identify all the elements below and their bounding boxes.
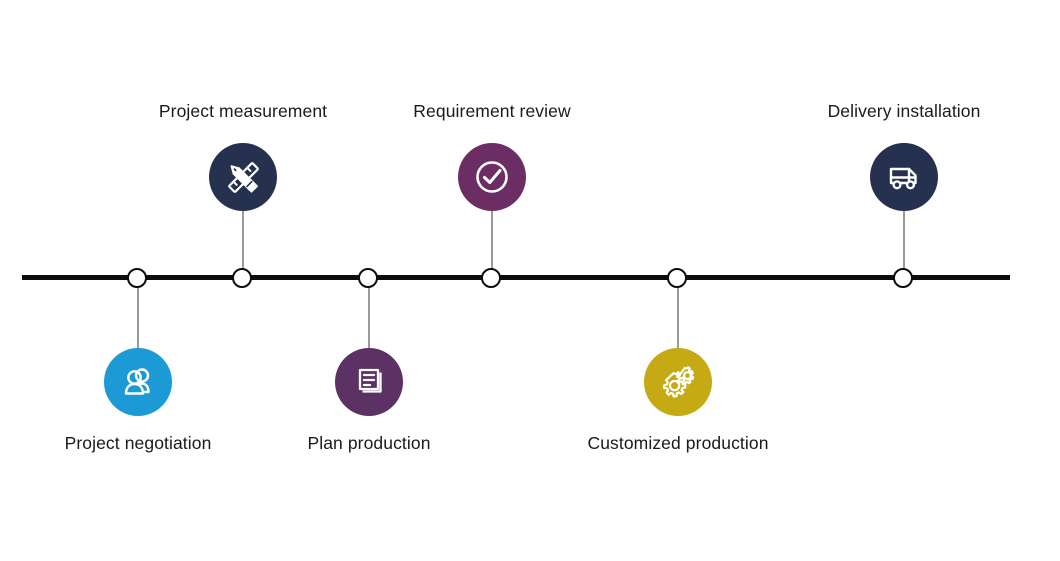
milestone-disc-project-negotiation[interactable] — [104, 348, 172, 416]
axis-node-requirement-review[interactable] — [481, 268, 501, 288]
milestone-label-delivery-installation: Delivery installation — [827, 101, 981, 121]
milestone-label-customized-production: Customized production — [587, 433, 769, 453]
stem-requirement-review — [491, 211, 493, 273]
milestone-disc-customized-production[interactable] — [644, 348, 712, 416]
stem-project-measurement — [242, 211, 244, 273]
milestone-label-requirement-review: Requirement review — [413, 101, 571, 121]
axis-node-customized-production[interactable] — [667, 268, 687, 288]
timeline-axis — [22, 275, 1010, 280]
milestone-disc-plan-production[interactable] — [335, 348, 403, 416]
check-circle-icon — [471, 156, 513, 198]
stem-delivery-installation — [903, 211, 905, 273]
stem-customized-production — [677, 286, 679, 348]
axis-node-delivery-installation[interactable] — [893, 268, 913, 288]
stem-plan-production — [368, 286, 370, 348]
milestone-disc-requirement-review[interactable] — [458, 143, 526, 211]
milestone-disc-delivery-installation[interactable] — [870, 143, 938, 211]
milestone-label-project-negotiation: Project negotiation — [64, 433, 212, 453]
axis-node-project-measurement[interactable] — [232, 268, 252, 288]
axis-node-project-negotiation[interactable] — [127, 268, 147, 288]
milestone-disc-project-measurement[interactable] — [209, 143, 277, 211]
pencil-ruler-icon — [222, 156, 264, 198]
documents-icon — [349, 362, 389, 402]
people-group-icon — [118, 362, 158, 402]
milestone-label-plan-production: Plan production — [307, 433, 431, 453]
stem-project-negotiation — [137, 286, 139, 348]
milestone-label-project-measurement: Project measurement — [158, 101, 328, 121]
truck-icon — [884, 157, 924, 197]
axis-node-plan-production[interactable] — [358, 268, 378, 288]
gears-icon — [656, 360, 700, 404]
